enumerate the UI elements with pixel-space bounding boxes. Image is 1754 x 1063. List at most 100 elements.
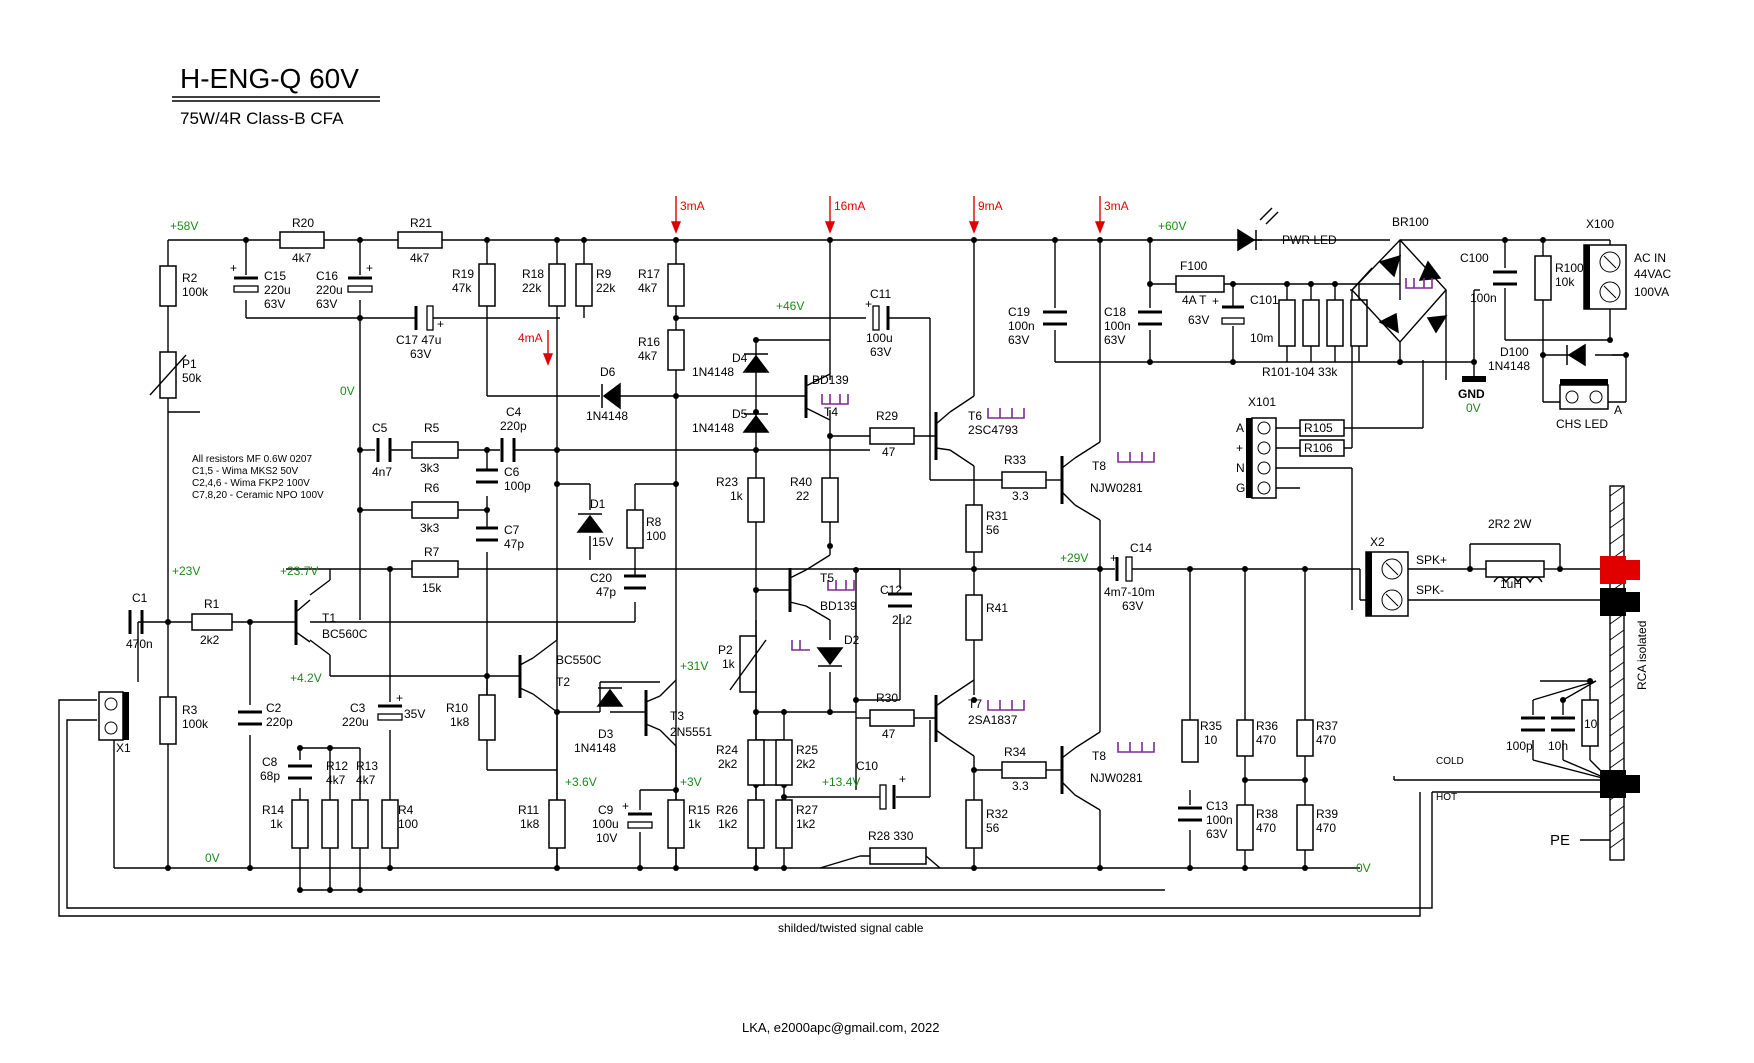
component-label: C3 <box>350 701 366 715</box>
component-label: C18 <box>1104 305 1126 319</box>
component-label: R37 <box>1316 719 1338 733</box>
svg-text:+: + <box>366 261 373 275</box>
component-label: R20 <box>292 216 314 230</box>
component-label: 2u2 <box>892 613 912 627</box>
svg-text:+: + <box>396 691 403 705</box>
resistor-r101 <box>1278 299 1296 347</box>
note-line: C1,5 - Wima MKS2 50V <box>192 466 298 477</box>
component-label: T4 <box>824 405 838 419</box>
component-label: R36 <box>1256 719 1278 733</box>
component-label: 63V <box>264 297 285 311</box>
component-label: 3.3 <box>1012 779 1029 793</box>
component-label: SPK+ <box>1416 553 1447 567</box>
resistor-r102 <box>1302 299 1320 347</box>
resistor-r26 <box>747 799 765 849</box>
rca-jack <box>1600 770 1626 798</box>
component-label: 100n <box>1104 319 1131 333</box>
component-label: 220u <box>264 283 291 297</box>
component-label: D100 <box>1500 345 1529 359</box>
component-label: 2SC4793 <box>968 423 1018 437</box>
component-label: 100 <box>646 529 666 543</box>
resistor-2r2 <box>1485 560 1545 578</box>
note-line: C7,8,20 - Ceramic NPO 100V <box>192 490 324 501</box>
connectors <box>98 244 1640 861</box>
component-label: R2 <box>182 271 198 285</box>
component-label: BD139 <box>812 373 849 387</box>
diode-d100 <box>1567 343 1586 367</box>
current-label: 3mA <box>1104 199 1129 213</box>
component-label: 100 <box>398 817 418 831</box>
component-label: R41 <box>986 601 1008 615</box>
component-label: 4k7 <box>410 251 430 265</box>
resistor-r40 <box>821 477 839 523</box>
note-line: C2,4,6 - Wima FKP2 100V <box>192 478 310 489</box>
component-label: T8 <box>1092 459 1106 473</box>
component-label: R10 <box>446 701 468 715</box>
resistor-r30 <box>869 709 915 727</box>
component-label: 56 <box>986 523 1000 537</box>
component-label: 44VAC <box>1634 267 1671 281</box>
component-label: A <box>1236 421 1244 435</box>
component-label: 100k <box>182 285 209 299</box>
voltage-label: +29V <box>1060 551 1088 565</box>
current-label: 9mA <box>978 199 1003 213</box>
component-label: 4m7-10m <box>1104 585 1155 599</box>
component-label: D1 <box>590 497 606 511</box>
diode-d5 <box>742 414 770 433</box>
component-label: 10V <box>596 831 617 845</box>
component-label: 220p <box>266 715 293 729</box>
component-label: 220p <box>500 419 527 433</box>
component-label: C1 <box>132 591 148 605</box>
resistor-10 <box>1581 699 1599 747</box>
resistor-r104 <box>1350 299 1368 347</box>
fuse-f100 <box>1175 275 1225 293</box>
resistor-r16 <box>667 329 685 371</box>
component-label: 47 <box>882 445 896 459</box>
component-label: R11 <box>518 803 539 817</box>
svg-text:+: + <box>899 772 906 786</box>
component-label: R23 <box>716 475 738 489</box>
component-label: 1uH <box>1500 577 1522 591</box>
resistor-r36 <box>1236 719 1254 757</box>
component-label: R34 <box>1004 745 1026 759</box>
bridge-diode <box>1378 254 1402 278</box>
voltage-label: +13.4V <box>822 775 860 789</box>
component-label: 10 <box>1204 733 1218 747</box>
svg-text:+: + <box>1110 551 1117 565</box>
component-label: R29 <box>876 409 898 423</box>
electrolytic-marks <box>233 285 1245 829</box>
component-label: 220u <box>342 715 369 729</box>
resistor-r1 <box>191 613 233 631</box>
component-label: PWR LED <box>1282 233 1337 247</box>
component-label: R1 <box>204 597 220 611</box>
component-label: C9 <box>598 803 614 817</box>
component-label: 100p <box>504 479 531 493</box>
resistor-r39 <box>1296 804 1314 851</box>
component-label: 63V <box>1122 599 1143 613</box>
voltage-label: +60V <box>1158 219 1186 233</box>
component-label: 56 <box>986 821 1000 835</box>
svg-text:+: + <box>622 799 629 813</box>
resistor-r12 <box>321 799 339 849</box>
svg-text:+: + <box>437 317 444 331</box>
component-label: R16 <box>638 335 660 349</box>
component-label: C5 <box>372 421 388 435</box>
component-label: R100 <box>1555 261 1584 275</box>
voltage-label: +4.2V <box>290 671 322 685</box>
resistor-r2 <box>159 265 177 307</box>
component-label: 100k <box>182 717 209 731</box>
component-label: 100n <box>1206 813 1233 827</box>
resistor-r105 <box>1299 419 1345 437</box>
component-label: CHS LED <box>1556 417 1608 431</box>
component-label: C8 <box>262 755 278 769</box>
component-label: BC560C <box>322 627 368 641</box>
component-label: 100u <box>592 817 619 831</box>
resistor-r15 <box>667 799 685 849</box>
component-label: 470n <box>126 637 153 651</box>
component-label: R7 <box>424 545 440 559</box>
component-label: 22k <box>596 281 616 295</box>
component-label: R21 <box>410 216 432 230</box>
component-label: C4 <box>506 405 522 419</box>
component-label: 1k2 <box>796 817 816 831</box>
component-label: R15 <box>688 803 710 817</box>
